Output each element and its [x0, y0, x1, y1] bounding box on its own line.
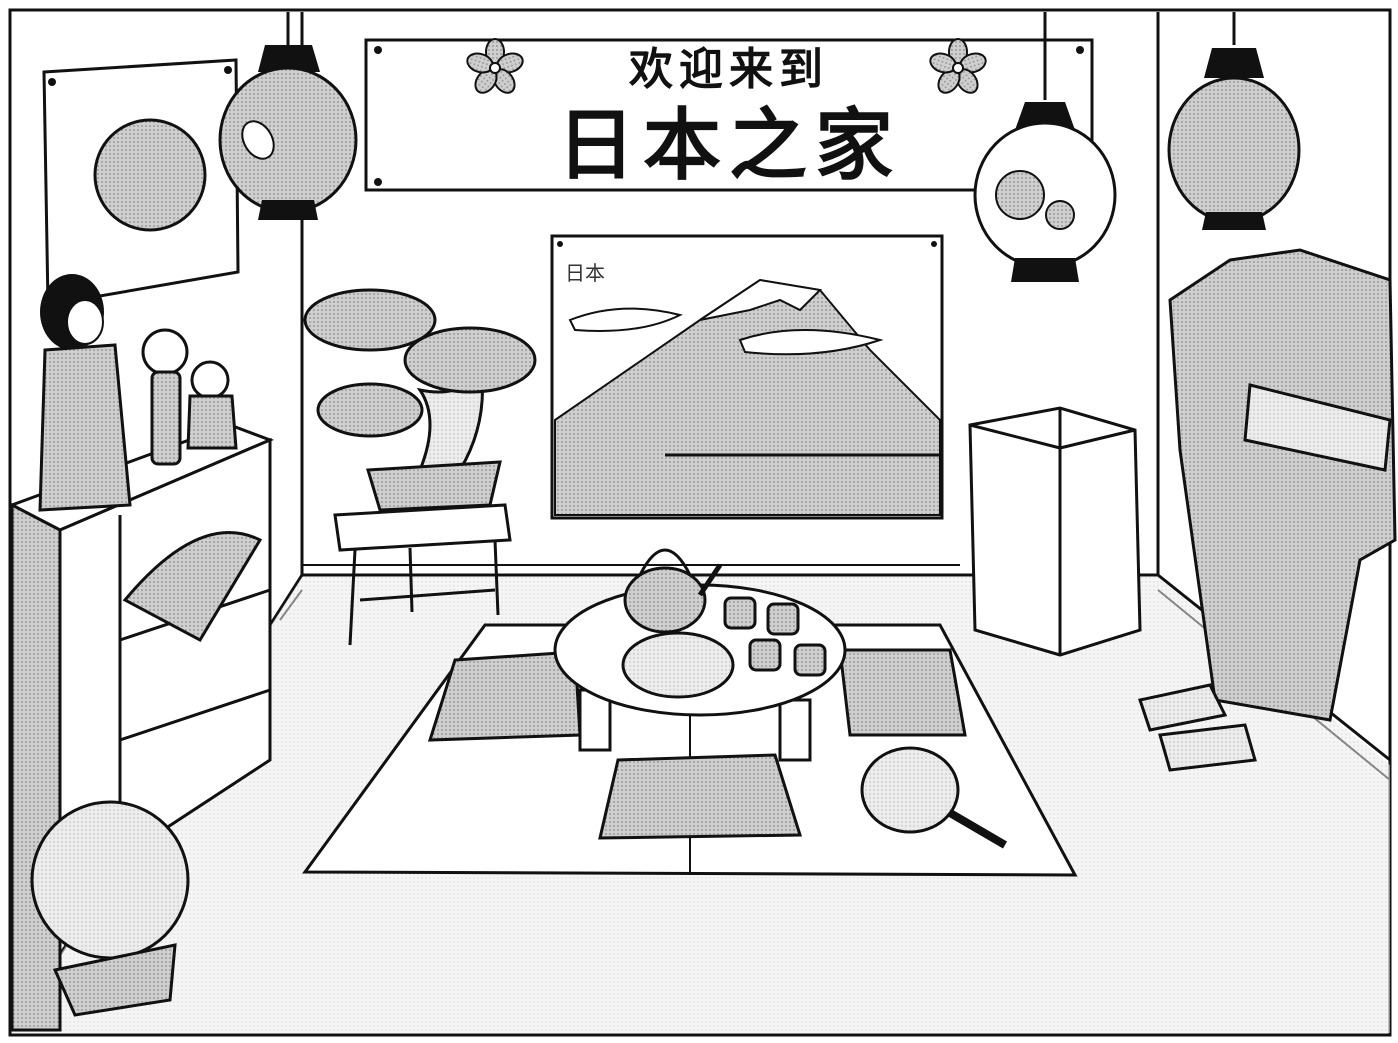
sakura-flower-icon	[929, 38, 987, 94]
uchiwa-fan	[860, 746, 1008, 849]
teapot	[623, 548, 723, 634]
bonsai-tree	[303, 288, 537, 512]
welcome-banner: 欢迎来到 日本之家	[364, 38, 1094, 192]
potted-flower-bush	[30, 800, 190, 1017]
banner-welcome-text: 欢迎来到	[628, 44, 829, 95]
paper-lantern-center	[973, 12, 1117, 282]
sakura-flower-icon	[466, 38, 524, 94]
geta-sandals	[1138, 683, 1257, 772]
floor-cushion-front	[598, 753, 803, 840]
poster-label-text: 日本	[565, 261, 605, 285]
paper-lantern-right	[1167, 12, 1301, 230]
andon-floor-lamp	[968, 406, 1142, 657]
snack-basket	[621, 631, 735, 699]
kimono-doll	[38, 274, 132, 512]
hand-fan-display	[122, 531, 263, 642]
japanese-flag	[42, 58, 240, 307]
banner-title-text: 日本之家	[557, 101, 901, 191]
teacups	[723, 596, 827, 677]
paper-lantern-left	[218, 12, 358, 220]
kokeshi-doll-small	[186, 360, 238, 450]
floor-cushion-right	[838, 648, 967, 737]
bonsai-stand	[333, 503, 512, 646]
kokeshi-doll-tall	[141, 328, 189, 466]
flag-sun-circle	[93, 118, 207, 232]
mount-fuji-poster: 日本	[550, 234, 944, 520]
hanging-kimono	[1168, 248, 1397, 722]
